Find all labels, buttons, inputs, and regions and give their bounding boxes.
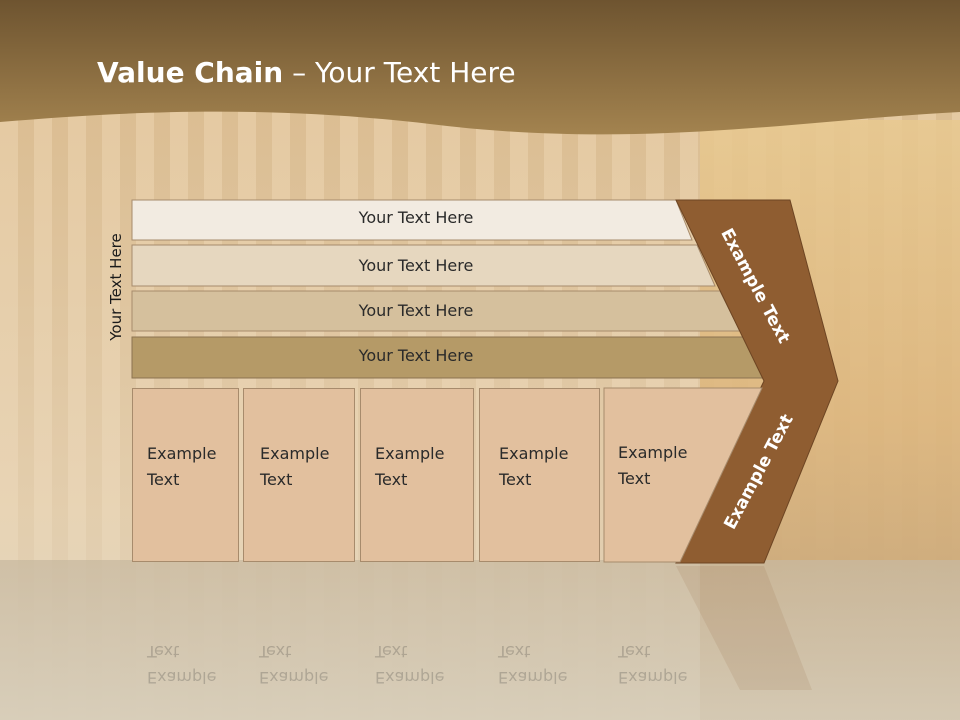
header-band xyxy=(0,0,960,135)
title-rest: – Your Text Here xyxy=(283,56,516,89)
row-3-label: Your Text Here xyxy=(358,301,474,320)
box-3: Example Text xyxy=(360,388,474,562)
box-2-reflection: Example Text xyxy=(259,642,329,687)
box-3-label: Example Text xyxy=(375,444,445,489)
chevron-shape xyxy=(675,199,839,564)
box-5-reflection: Example Text xyxy=(618,642,688,687)
box-4: Example Text xyxy=(479,388,600,562)
row-2-bar xyxy=(131,244,716,287)
box-2: Example Text xyxy=(243,388,355,562)
box-2-label: Example Text xyxy=(260,444,330,489)
box-1-reflection: Example Text xyxy=(147,642,217,687)
row-1-label: Your Text Here xyxy=(358,208,474,227)
box-1-label: Example Text xyxy=(147,444,217,489)
box-3-reflection: Example Text xyxy=(375,642,445,687)
chevron-reflection xyxy=(676,566,812,690)
box-4-reflection: Example Text xyxy=(498,642,568,687)
box-4-label: Example Text xyxy=(499,444,569,489)
title-bold: Value Chain xyxy=(97,56,284,89)
row-1-bar xyxy=(131,199,693,241)
box-5-label: Example Text xyxy=(618,443,688,488)
box-1: Example Text xyxy=(132,388,239,562)
page-title: Value Chain – Your Text Here xyxy=(97,56,516,89)
background-countertop xyxy=(0,560,960,720)
box-5-shape xyxy=(603,387,763,563)
row-4-label: Your Text Here xyxy=(358,346,474,365)
row-2-label: Your Text Here xyxy=(358,256,474,275)
